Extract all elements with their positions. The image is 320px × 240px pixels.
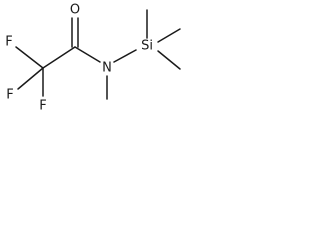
structure-diagram: O N Si F F F: [5, 3, 181, 114]
bond-c-f2: [17, 67, 44, 90]
bond-c-c: [42, 46, 76, 69]
atom-silicon: Si: [141, 39, 153, 54]
atom-oxygen: O: [70, 3, 80, 18]
bond-si-methyl-right-upper: [157, 28, 181, 43]
bond-si-methyl-right-lower: [157, 50, 181, 70]
atom-fluorine-upper-left: F: [5, 35, 12, 50]
atom-nitrogen: N: [102, 61, 112, 76]
atom-fluorine-bottom: F: [39, 99, 46, 114]
bond-n-si: [113, 49, 137, 63]
bond-c-n: [74, 46, 101, 63]
atom-fluorine-lower-left: F: [6, 88, 13, 103]
bond-c-f1: [15, 46, 44, 69]
